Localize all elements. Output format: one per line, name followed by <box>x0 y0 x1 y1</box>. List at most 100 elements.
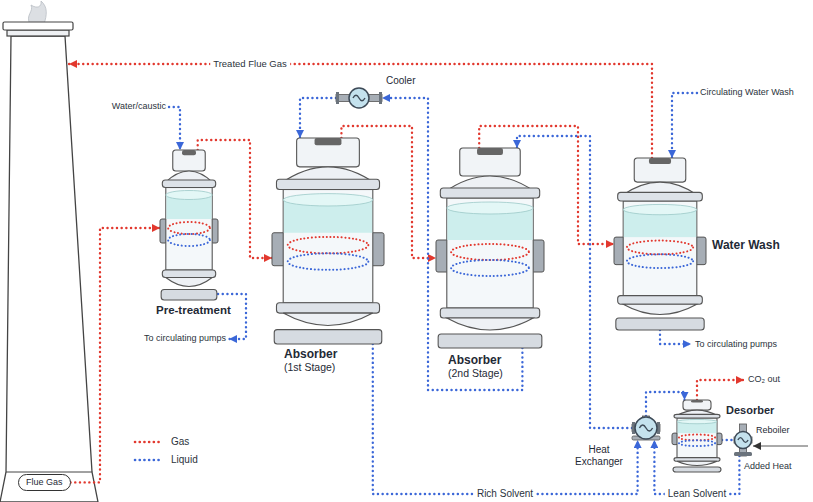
co2-out-line <box>697 380 744 400</box>
desorber-vessel: Desorber <box>672 400 722 472</box>
vessel-body <box>166 188 212 271</box>
absorber-vessel: Absorber(1st Stage) <box>272 138 384 344</box>
label-block: Reboiler <box>756 425 790 436</box>
vessel-glass-edge <box>283 194 373 206</box>
water-wash-vessel: Water Wash <box>614 158 706 330</box>
vessel-neck <box>683 400 711 410</box>
vessel-cap <box>691 400 703 403</box>
node-title: Flue Gas <box>26 477 63 488</box>
wash-feed-line <box>672 93 697 158</box>
exchanger-wave <box>639 425 652 431</box>
caustic-feed-line <box>169 107 180 150</box>
equipment-name: Reboiler <box>756 425 790 436</box>
equipment-name: Cooler <box>386 75 415 87</box>
gas-zone <box>288 237 369 253</box>
cooler-exchanger: Cooler <box>336 87 382 109</box>
vessel-rim <box>618 296 703 305</box>
stack-plume <box>28 1 46 24</box>
stack-lip <box>7 30 69 36</box>
legend-line <box>135 458 163 461</box>
pump-return-line <box>218 294 246 339</box>
vessel-rim <box>618 192 703 201</box>
label-block: Absorber(2nd Stage) <box>448 353 503 380</box>
vessel-glass-edge <box>447 202 533 214</box>
vessel-rim <box>440 188 539 198</box>
exchanger-flange <box>336 92 339 104</box>
vessel-rim <box>440 308 539 318</box>
stack-base <box>6 472 92 473</box>
pump-return-line <box>660 330 691 344</box>
label-block: Desorber <box>726 404 774 417</box>
liquid-stream <box>517 136 632 428</box>
outlet-label: To circulating pumps <box>695 339 777 350</box>
stack-cap <box>3 22 73 30</box>
vessel-cap <box>649 158 671 164</box>
vessel-glass-edge <box>166 191 212 200</box>
equipment-figure <box>734 424 752 456</box>
legend-text: Gas <box>171 436 189 447</box>
vessel-rim <box>162 180 215 188</box>
equipment-name: Pre-treatment <box>156 304 231 318</box>
liquid-zone <box>168 234 210 246</box>
vessel-base <box>161 290 217 301</box>
gas-zone <box>168 222 210 234</box>
legend-sample <box>132 438 166 446</box>
stream-label: Rich Solvent <box>474 488 536 500</box>
vessel-base <box>673 467 721 472</box>
equipment-name: Absorber <box>448 353 503 367</box>
vessel-glass-edge <box>623 204 697 214</box>
liquid-stream <box>722 439 734 441</box>
stack-tower <box>0 36 98 502</box>
vessel-neck <box>634 158 686 182</box>
vessel-neck <box>297 138 360 167</box>
vessel-cap <box>315 138 342 145</box>
equipment-figure <box>632 416 660 440</box>
vessel-bowl <box>447 318 533 330</box>
exchanger-body <box>735 432 752 449</box>
vessel-base <box>274 330 382 344</box>
label-block: Pre-treatment <box>156 304 231 318</box>
label-block: Water Wash <box>712 238 780 252</box>
vessel-cap <box>477 148 503 155</box>
legend-sample <box>132 456 166 464</box>
liquid-zone <box>627 254 693 268</box>
vessel-rim <box>276 179 379 189</box>
feed-label: Circulating Water Wash <box>700 87 794 98</box>
legend-item: Liquid <box>132 454 198 465</box>
equipment-name: Water Wash <box>712 238 780 252</box>
vessel-body <box>447 198 533 308</box>
liquid-zone <box>451 260 529 276</box>
feed-label: Water/caustic <box>112 101 166 112</box>
vessel-base <box>438 334 542 348</box>
treated-gas-line <box>69 64 652 158</box>
outlet-label: To circulating pumps <box>144 333 226 344</box>
equipment-figure <box>272 138 384 344</box>
label-block: Heat Exchanger <box>570 444 628 468</box>
stream-label: Treated Flue Gas <box>210 58 290 69</box>
equipment-figure <box>336 87 382 109</box>
exchanger-wave <box>738 438 748 443</box>
vessel-body <box>623 201 697 296</box>
equipment-name: Heat Exchanger <box>570 444 628 468</box>
equipment-stage: (1st Stage) <box>284 361 337 374</box>
equipment-figure <box>160 150 218 300</box>
equipment-figure <box>614 158 706 330</box>
heat-label: Added Heat <box>744 461 792 472</box>
equipment-figure <box>436 148 544 348</box>
absorber-vessel: Absorber(2nd Stage) <box>436 148 544 348</box>
vessel-base <box>616 318 704 330</box>
vessel-bowl <box>623 304 697 314</box>
reboiler-exchanger: Reboiler <box>734 424 752 456</box>
label-block: Cooler <box>386 75 415 87</box>
pretreatment-vessel: Pre-treatment <box>160 150 218 300</box>
product-label: CO₂ out <box>748 374 780 385</box>
liquid-zone <box>288 253 369 269</box>
vessel-body <box>283 190 373 303</box>
exchanger-wave <box>353 95 365 101</box>
gas-zone <box>451 244 529 260</box>
stream-label: Lean Solvent <box>665 488 729 500</box>
liquid-zone <box>679 440 715 446</box>
legend-item: Gas <box>132 436 189 447</box>
